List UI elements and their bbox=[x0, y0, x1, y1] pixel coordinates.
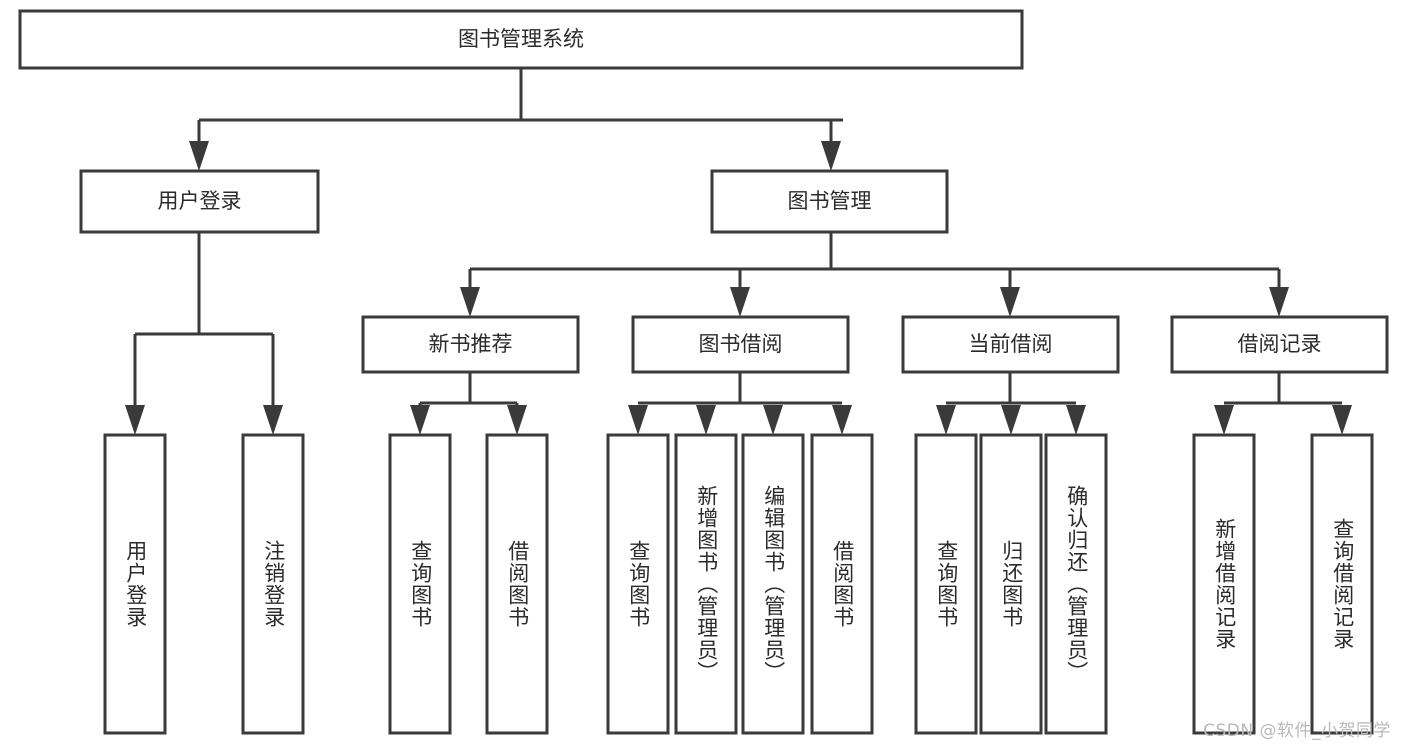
arrow-head-cb-leaf-1 bbox=[936, 405, 956, 435]
node-box-leaf-bb-borrow-book[interactable] bbox=[810, 433, 874, 735]
arrow-head-cb-leaf-3 bbox=[1066, 405, 1086, 435]
node-box-leaf-br-add-record[interactable] bbox=[1192, 433, 1256, 735]
arrow-head-nb-leaf-1 bbox=[410, 405, 430, 435]
arrow-head-bb-leaf-1 bbox=[628, 405, 648, 435]
arrow-head-br-leaf-2 bbox=[1332, 405, 1352, 435]
arrow-head-br-leaf-1 bbox=[1214, 405, 1234, 435]
arrow-head-borrow-record bbox=[1269, 287, 1289, 317]
node-box-user-login[interactable] bbox=[79, 169, 320, 234]
node-box-leaf-bb-add-book[interactable] bbox=[674, 433, 738, 735]
arrow-head-cb-leaf-2 bbox=[1001, 405, 1021, 435]
arrow-head-bb-leaf-4 bbox=[832, 405, 852, 435]
node-box-leaf-cb-return-book[interactable] bbox=[979, 433, 1043, 735]
watermark-text: CSDN @软件_小贺同学 bbox=[1203, 721, 1391, 741]
node-box-book-management[interactable] bbox=[710, 169, 949, 234]
arrow-head-nb-leaf-2 bbox=[507, 405, 527, 435]
arrow-head-leaf-user-login bbox=[125, 405, 145, 435]
node-box-leaf-bb-query-book[interactable] bbox=[606, 433, 670, 735]
node-box-leaf-bb-edit-book[interactable] bbox=[741, 433, 805, 735]
arrow-head-book-mgmt bbox=[821, 141, 841, 171]
node-box-leaf-nb-query-book[interactable] bbox=[388, 433, 452, 735]
node-box-book-borrow[interactable] bbox=[631, 315, 850, 374]
node-box-leaf-user-login[interactable] bbox=[103, 433, 167, 735]
node-box-leaf-nb-borrow-book[interactable] bbox=[485, 433, 549, 735]
node-box-root[interactable] bbox=[18, 9, 1024, 70]
node-box-leaf-cb-query-book[interactable] bbox=[914, 433, 978, 735]
arrow-head-bb-leaf-2 bbox=[696, 405, 716, 435]
arrow-head-book-borrow bbox=[730, 287, 750, 317]
arrow-head-leaf-logout bbox=[263, 405, 283, 435]
node-box-borrow-record[interactable] bbox=[1170, 315, 1389, 374]
node-box-leaf-br-query-record[interactable] bbox=[1310, 433, 1374, 735]
arrow-head-user-login bbox=[189, 141, 209, 171]
arrow-head-bb-leaf-3 bbox=[763, 405, 783, 435]
arrow-head-current-borrow bbox=[1000, 287, 1020, 317]
node-box-current-borrow[interactable] bbox=[901, 315, 1120, 374]
node-box-leaf-logout[interactable] bbox=[241, 433, 305, 735]
arrow-head-new-book bbox=[460, 287, 480, 317]
node-box-new-book-recommend[interactable] bbox=[361, 315, 580, 374]
node-box-leaf-cb-confirm-return[interactable] bbox=[1044, 433, 1108, 735]
